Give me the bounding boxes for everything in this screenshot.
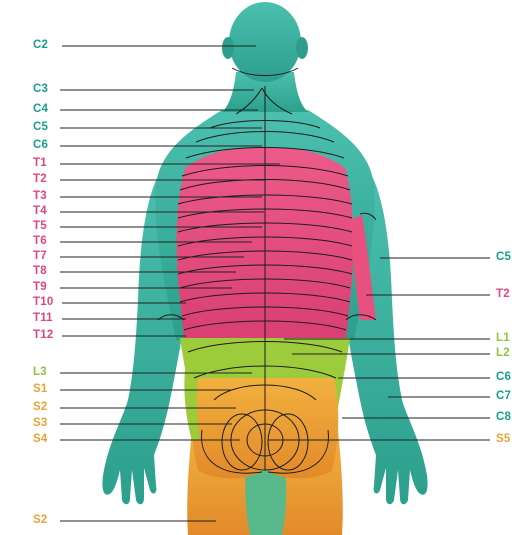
dermatome-body-figure (0, 0, 530, 535)
